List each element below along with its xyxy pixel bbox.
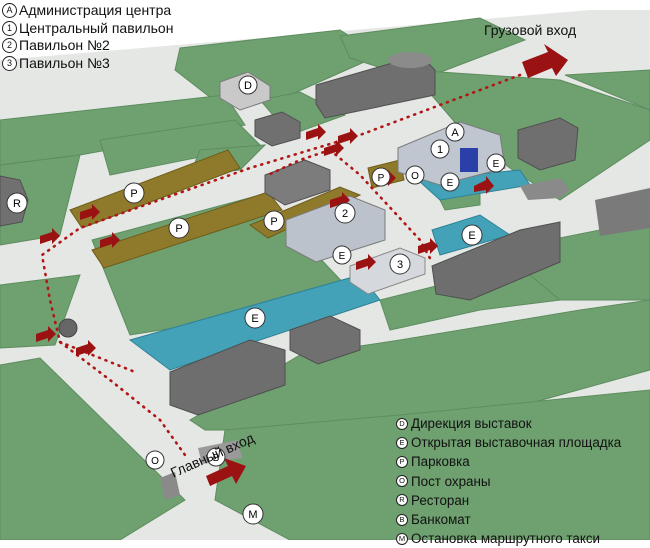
- marker-E-3: E: [332, 245, 352, 265]
- legend-label: Остановка маршрутного такси: [411, 531, 600, 547]
- svg-text:1: 1: [437, 144, 443, 156]
- badge-d-icon: D: [396, 417, 408, 430]
- badge-3-icon: 3: [2, 55, 17, 71]
- marker-M: M: [242, 503, 264, 525]
- badge-1-icon: 1: [2, 20, 17, 36]
- badge-e-icon: E: [396, 436, 408, 449]
- legend-label: Парковка: [411, 454, 470, 470]
- marker-D: D: [238, 75, 258, 95]
- marker-1: 1: [430, 139, 450, 159]
- legend-label: Банкомат: [411, 512, 471, 528]
- marker-E-5: E: [244, 307, 266, 329]
- marker-A: A: [445, 122, 465, 142]
- legend-label: Дирекция выставок: [411, 416, 532, 431]
- marker-O-2: O: [145, 450, 165, 470]
- marker-P-4: P: [371, 167, 391, 187]
- direction-arrows: [36, 44, 568, 486]
- svg-text:3: 3: [397, 259, 403, 271]
- svg-text:E: E: [468, 230, 475, 242]
- legend-label: Павильон №2: [19, 37, 110, 53]
- svg-text:O: O: [151, 456, 159, 467]
- svg-text:O: O: [411, 171, 419, 182]
- svg-text:D: D: [244, 80, 252, 92]
- svg-text:B: B: [213, 453, 220, 464]
- svg-text:A: A: [451, 127, 459, 139]
- badge-m-icon: M: [396, 532, 408, 545]
- badge-r-icon: R: [396, 494, 408, 507]
- svg-text:E: E: [339, 251, 346, 262]
- svg-text:E: E: [493, 159, 500, 170]
- legend-label: Администрация центра: [19, 2, 172, 18]
- legend-label: Павильон №3: [19, 54, 110, 71]
- svg-text:P: P: [130, 188, 137, 200]
- badge-o-icon: O: [396, 475, 408, 488]
- legend-label: Центральный павильон: [19, 19, 174, 36]
- legend-label: Открытая выставочная площадка: [411, 435, 622, 451]
- svg-text:P: P: [378, 173, 385, 184]
- legend-label: Пост охраны: [411, 473, 491, 489]
- cargo-entrance-label: Грузовой вход: [484, 22, 577, 38]
- marker-P-2: P: [168, 217, 190, 239]
- svg-text:M: M: [248, 509, 257, 521]
- marker-P-3: P: [263, 210, 285, 232]
- marker-E-4: E: [461, 224, 483, 246]
- svg-text:2: 2: [342, 208, 348, 220]
- svg-text:E: E: [447, 178, 454, 189]
- roundabout: [58, 318, 78, 338]
- marker-2: 2: [334, 202, 356, 224]
- marker-3: 3: [389, 253, 411, 275]
- svg-text:P: P: [270, 216, 277, 228]
- marker-O-1: O: [405, 165, 425, 185]
- svg-text:P: P: [175, 223, 182, 235]
- badge-2-icon: 2: [2, 38, 17, 54]
- marker-B: B: [206, 447, 226, 467]
- marker-P-1: P: [123, 182, 145, 204]
- main-entrance-arrow: [206, 458, 246, 486]
- badge-a-icon: A: [2, 3, 17, 19]
- marker-R: R: [6, 192, 28, 214]
- marker-E-2: E: [486, 153, 506, 173]
- legend-label: Ресторан: [411, 492, 470, 508]
- svg-text:R: R: [13, 198, 21, 210]
- badge-p-icon: P: [396, 456, 408, 468]
- badge-b-icon: B: [396, 513, 408, 526]
- marker-E-1: E: [440, 172, 460, 192]
- map-markers: D A 1 P P P P O E E 2 E 3 E E R O B M: [6, 75, 506, 525]
- svg-text:E: E: [251, 313, 258, 325]
